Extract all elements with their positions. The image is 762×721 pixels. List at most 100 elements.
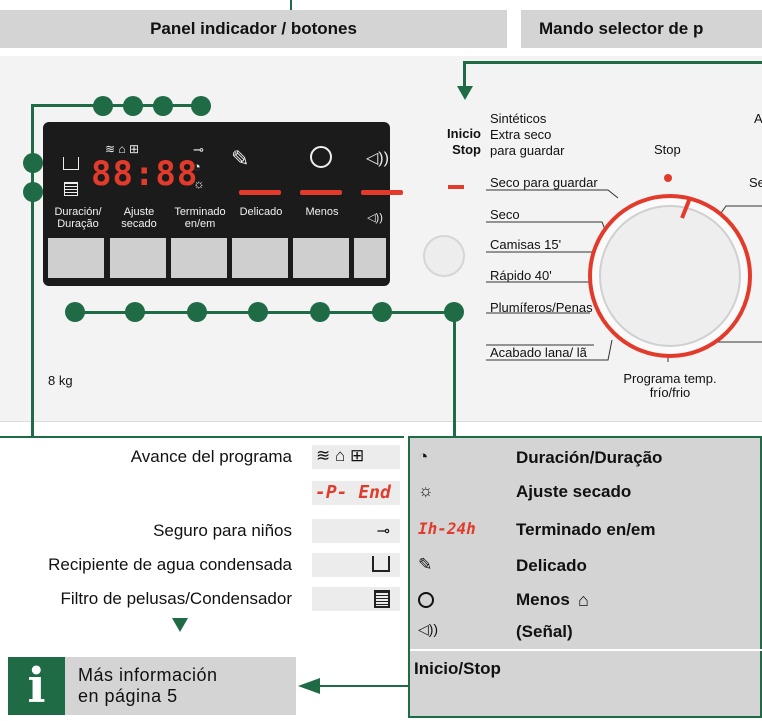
program-sinteticos: Sintéticos	[490, 111, 547, 126]
connector-line	[463, 61, 762, 64]
start-stop-label: Inicio Stop	[443, 126, 481, 158]
legend-row-recipiente: Recipiente de agua condensada	[0, 550, 404, 578]
legend-menos-text: Menos	[516, 590, 570, 609]
connector-dot	[187, 302, 207, 322]
connector-dot	[65, 302, 85, 322]
connector-line	[463, 61, 466, 91]
start-label: Inicio	[447, 126, 481, 141]
button-label-duracion: Duración/ Duração	[54, 206, 102, 230]
program-temp-line2: frío/frio	[649, 385, 691, 400]
legend-right-footer: Inicio/Stop	[410, 650, 762, 721]
legend-right-row-signal: ◁)) (Señal)	[410, 614, 762, 650]
info-box: i Más información en página 5	[8, 657, 296, 715]
sun-icon: ☼	[418, 481, 434, 500]
program-temp-line1: Programa temp.	[623, 371, 717, 386]
program-right-partial-a: A	[754, 111, 762, 126]
legend-avance-text: Avance del programa	[130, 447, 292, 466]
progress-icons: ≋ ⌂ ⊞	[105, 142, 140, 156]
connector-line	[453, 311, 456, 436]
signal-button[interactable]	[354, 238, 386, 278]
legend-row-pend: -P- End	[0, 478, 404, 506]
start-stop-button[interactable]	[423, 235, 465, 277]
tank-icon	[63, 157, 79, 170]
connector-dot	[123, 96, 143, 116]
connector-dot	[310, 302, 330, 322]
header-panel-title: Panel indicador / botones	[150, 19, 357, 38]
red-indicator	[361, 190, 403, 195]
legend-row-avance: Avance del programa ≋ ⌂ ⊞	[0, 442, 404, 470]
legend-row-filtro: Filtro de pelusas/Condensador	[0, 584, 404, 612]
feather-icon: ✎	[418, 555, 433, 574]
legend-right-row-terminado: Ih-24h Terminado en/em	[410, 512, 762, 548]
legend-left-border	[0, 436, 404, 438]
key-icon: ⊸	[193, 142, 204, 157]
timer-icon: ◔	[418, 447, 429, 466]
ajuste-secado-button[interactable]	[110, 238, 166, 278]
info-text: Más información en página 5	[78, 665, 218, 707]
legend-left: Avance del programa ≋ ⌂ ⊞ -P- End Seguro…	[0, 436, 404, 616]
signal-icon: ◁))	[366, 150, 389, 167]
arrow-down-icon	[457, 86, 473, 100]
duracion-button[interactable]	[48, 238, 104, 278]
capacity-label: 8 kg	[48, 373, 73, 388]
connector-line	[31, 104, 34, 436]
legend-row-seguro: Seguro para niños ⊸	[0, 516, 404, 544]
delicado-button[interactable]	[232, 238, 288, 278]
key-icon: ⊸	[312, 519, 400, 543]
connector-dot	[125, 302, 145, 322]
header-dial: Mando selector de p	[521, 10, 762, 48]
connector-dot	[23, 153, 43, 173]
legend-filtro-text: Filtro de pelusas/Condensador	[60, 589, 292, 608]
signal-icon: ◁))	[418, 621, 439, 637]
program-dial[interactable]	[486, 150, 762, 380]
legend-terminado-text: Terminado en/em	[516, 520, 656, 539]
button-label-ajuste: Ajuste secado	[121, 206, 157, 230]
legend-signal-text: (Señal)	[516, 622, 573, 641]
legend-recipiente-text: Recipiente de agua condensada	[48, 555, 292, 574]
legend-right-row-delicado: ✎ Delicado	[410, 548, 762, 584]
timer-icon: ◔	[193, 159, 201, 174]
button-label-menos: Menos	[305, 206, 339, 218]
connector-dot	[444, 302, 464, 322]
connector-dot	[372, 302, 392, 322]
program-camisas: Camisas 15'	[490, 237, 562, 252]
legend-right-divider	[410, 649, 762, 650]
connector-dot	[191, 96, 211, 116]
program-seco: Seco	[490, 207, 520, 222]
connector-dot	[248, 302, 268, 322]
legend-delicado-text: Delicado	[516, 556, 587, 575]
connector-line	[31, 104, 203, 107]
program-acabado-lana: Acabado lana/ lã	[490, 345, 587, 360]
feather-icon: ✎	[231, 146, 250, 171]
less-icon	[418, 592, 434, 608]
program-right-partial-b: Se	[749, 175, 762, 190]
info-line2: en página 5	[78, 686, 178, 706]
red-indicator	[239, 190, 281, 195]
iron-icon: ⌂	[578, 590, 589, 610]
less-icon	[310, 146, 332, 168]
legend-right-row-ajuste: ☼ Ajuste secado	[410, 474, 762, 510]
tank-icon	[312, 553, 400, 577]
info-line1: Más información	[78, 665, 218, 685]
arrow-down-icon	[172, 618, 188, 632]
filter-icon	[312, 587, 400, 611]
header-dial-title: Mando selector de p	[539, 19, 704, 38]
program-rapido: Rápido 40'	[490, 268, 552, 283]
terminado-button[interactable]	[171, 238, 227, 278]
legend-seguro-text: Seguro para niños	[153, 521, 292, 540]
connector-dot	[23, 182, 43, 202]
menos-button[interactable]	[293, 238, 349, 278]
dial-stop-label: Stop	[654, 142, 681, 157]
red-indicator	[300, 190, 342, 195]
legend-duracion-text: Duración/Duração	[516, 448, 663, 467]
connector-dot	[153, 96, 173, 116]
connector-line	[318, 685, 408, 687]
legend-right-row-duracion: ◔ Duración/Duração	[410, 440, 762, 476]
terminado-symbol: Ih-24h	[418, 519, 476, 538]
legend-right: ◔ Duración/Duração ☼ Ajuste secado Ih-24…	[408, 436, 762, 718]
program-temp-frio: Programa temp. frío/frio	[614, 372, 726, 400]
program-seco-guardar: Seco para guardar	[490, 175, 598, 190]
progress-icons: ≋ ⌂ ⊞	[312, 445, 400, 469]
pend-symbol: -P- End	[312, 481, 400, 505]
arrow-left-icon	[298, 678, 320, 694]
